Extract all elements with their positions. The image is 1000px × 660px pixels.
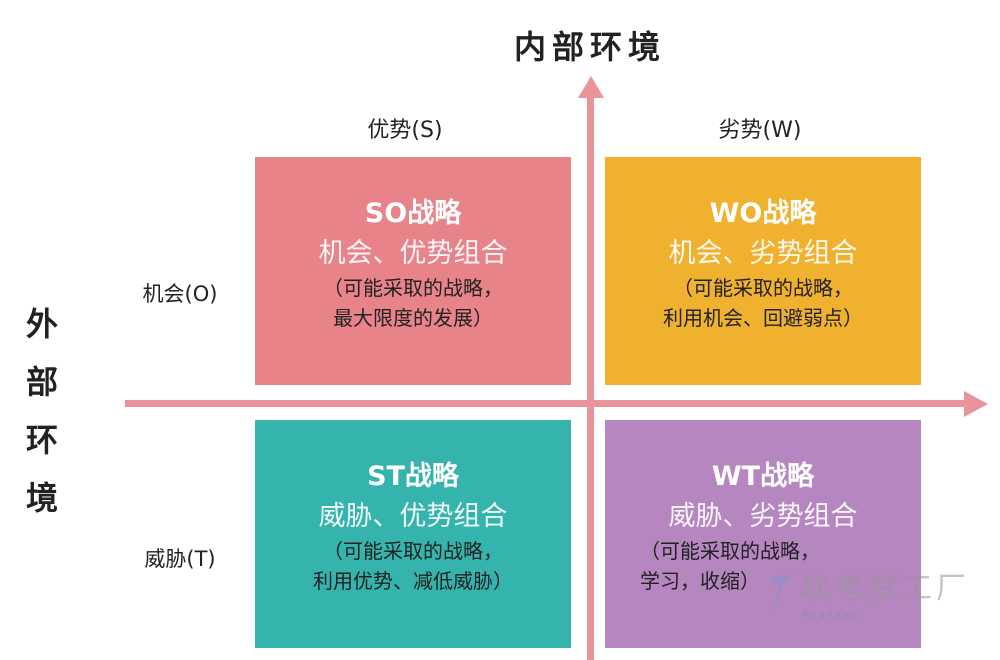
quadrant-desc: （可能采取的战略， (323, 276, 503, 300)
quadrant-desc: （可能采取的战略， (323, 539, 503, 563)
horizontal-axis (125, 400, 970, 407)
title-char: 环 (25, 421, 58, 459)
watermark: 软考梦工厂 (800, 571, 970, 606)
title-char: 外 (25, 305, 58, 343)
vertical-axis-arrow (578, 76, 604, 98)
column-label-strengths: 优势(S) (367, 118, 443, 143)
watermark-sub: RuanKao (802, 610, 860, 621)
quadrant-desc: （可能采取的战略， (673, 276, 853, 300)
column-label-weaknesses: 劣势(W) (718, 118, 802, 143)
horizontal-axis-arrow (964, 391, 988, 417)
quadrant-name: WT战略 (711, 461, 815, 492)
internal-environment-title: 内部环境 (513, 28, 666, 66)
row-label-opportunities: 机会(O) (142, 282, 218, 306)
watermark-logo-icon (768, 574, 794, 610)
quadrant-name: SO战略 (364, 198, 462, 229)
quadrant-combo: 威胁、劣势组合 (668, 501, 858, 532)
quadrant-desc: 学习，收缩） (640, 569, 760, 593)
quadrant-combo: 威胁、优势组合 (318, 501, 508, 532)
quadrant-desc: 利用机会、回避弱点） (663, 306, 863, 330)
quadrant-wt: WT战略 威胁、劣势组合 （可能采取的战略， 学习，收缩） (605, 420, 921, 648)
quadrant-combo: 机会、优势组合 (318, 238, 508, 269)
quadrant-st: ST战略 威胁、优势组合 （可能采取的战略， 利用优势、减低威胁） (255, 420, 571, 648)
vertical-axis (587, 92, 594, 660)
title-char: 部 (25, 363, 58, 401)
quadrant-desc: （可能采取的战略， (640, 539, 820, 563)
row-label-threats: 威胁(T) (144, 547, 216, 571)
quadrant-name: ST战略 (367, 461, 459, 492)
quadrant-name: WO战略 (709, 198, 817, 229)
quadrant-desc: 最大限度的发展） (333, 306, 493, 330)
quadrant-so: SO战略 机会、优势组合 （可能采取的战略， 最大限度的发展） (255, 157, 571, 385)
external-environment-title: 外 部 环 境 (20, 295, 64, 527)
quadrant-desc: 利用优势、减低威胁） (313, 569, 513, 593)
quadrant-wo: WO战略 机会、劣势组合 （可能采取的战略， 利用机会、回避弱点） (605, 157, 921, 385)
quadrant-combo: 机会、劣势组合 (668, 238, 858, 269)
title-char: 境 (25, 479, 58, 517)
